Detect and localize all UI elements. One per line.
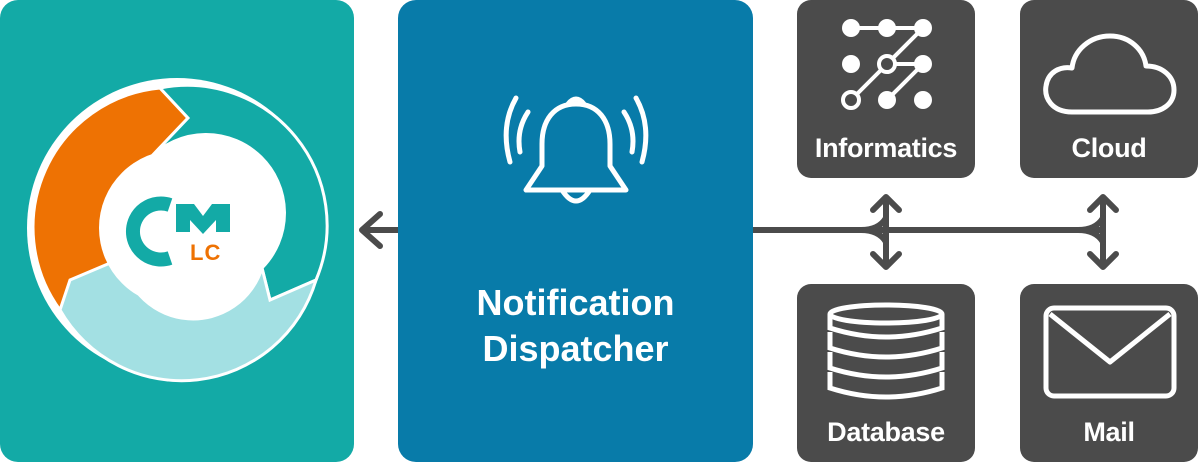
- arrow-to-lifecycle: [359, 211, 398, 249]
- informatics-tile: Informatics: [797, 0, 975, 178]
- lifecycle-panel: LC CM: [0, 0, 354, 462]
- logo-c-mark: [126, 196, 173, 267]
- database-label: Database: [827, 417, 945, 447]
- bidirectional-arrow-left: [858, 194, 902, 270]
- mail-tile: Mail: [1020, 284, 1198, 462]
- informatics-label: Informatics: [814, 133, 958, 163]
- dispatcher-title: Notification Dispatcher: [398, 280, 753, 372]
- network-nodes-icon: [841, 19, 932, 110]
- envelope-icon: [1043, 305, 1177, 399]
- database-tile: Database: [797, 284, 975, 462]
- dispatcher-title-line1: Notification: [476, 282, 675, 323]
- cycle-segment-teal: [148, 83, 329, 303]
- cloud-label: Cloud: [1071, 133, 1147, 163]
- connector-bus: [753, 194, 1119, 270]
- database-icon: [827, 302, 945, 400]
- cloud-tile: Cloud: [1020, 0, 1198, 178]
- logo-sub-label: LC: [190, 240, 222, 265]
- cycle-segment-light-teal: [58, 255, 319, 383]
- dispatcher-title-line2: Dispatcher: [482, 328, 669, 369]
- mail-label: Mail: [1083, 417, 1135, 447]
- lifecycle-cycle-graphic: [27, 78, 329, 383]
- bidirectional-arrow-right: [1075, 194, 1119, 270]
- cloud-icon: [1043, 33, 1177, 115]
- bell-ringing-icon: [503, 95, 649, 204]
- notification-dispatcher-panel: Notification Dispatcher: [398, 0, 753, 462]
